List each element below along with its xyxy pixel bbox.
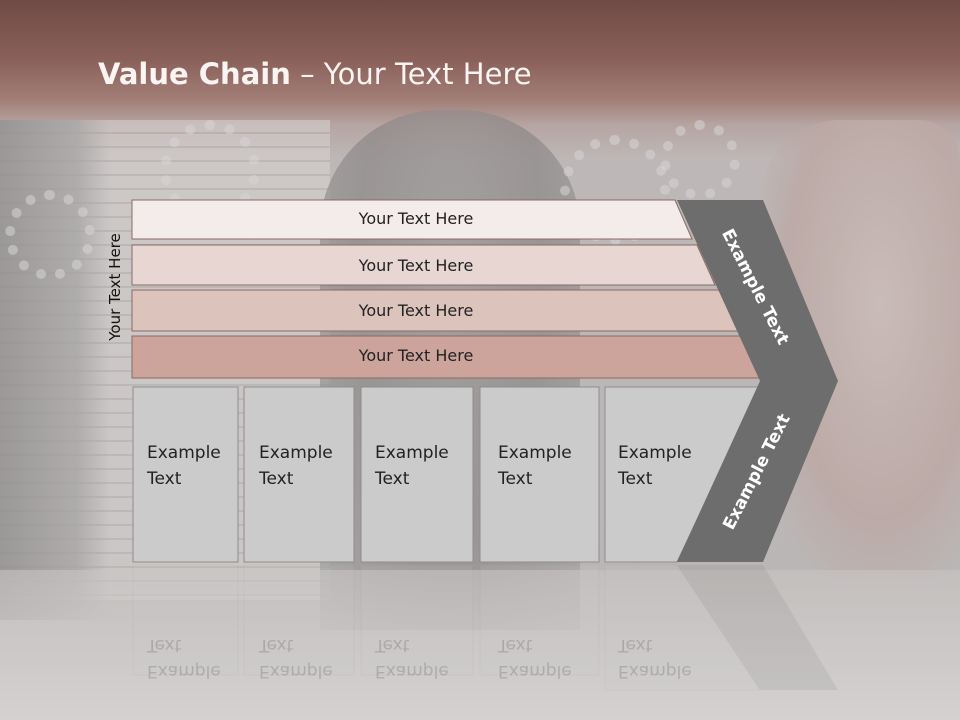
column-3[interactable] [360, 386, 474, 563]
slide-title: Value Chain – Your Text Here [98, 52, 532, 96]
gear-icon [5, 190, 95, 280]
column-1-label: Example Text [147, 440, 221, 492]
column-1[interactable] [132, 386, 239, 563]
column-5-line1: Example [618, 443, 692, 463]
title-rest: – Your Text Here [290, 57, 532, 91]
band-2[interactable] [131, 244, 716, 286]
value-chevron[interactable] [677, 200, 838, 562]
column-4-line2: Text [498, 469, 533, 489]
band-1[interactable] [131, 199, 693, 240]
band-4-label: Your Text Here [358, 346, 474, 365]
column-2-line2: Text [259, 469, 294, 489]
column-5-label: Example Text [618, 440, 692, 492]
column-3-line2: Text [375, 469, 410, 489]
column-3-line1: Example [375, 443, 449, 463]
gear-icon [660, 120, 740, 200]
column-3-label: Example Text [375, 440, 449, 492]
band-3-label: Your Text Here [358, 301, 474, 320]
column-4-label: Example Text [498, 440, 572, 492]
band-2-label: Your Text Here [358, 256, 474, 275]
column-2-label: Example Text [259, 440, 333, 492]
vertical-label: Your Text Here [106, 233, 124, 341]
columns-reflection [132, 564, 838, 691]
gear-icon [560, 135, 670, 245]
column-2-line1: Example [259, 443, 333, 463]
band-1-label: Your Text Here [358, 209, 474, 228]
column-4-line1: Example [498, 443, 572, 463]
column-4[interactable] [479, 386, 600, 563]
title-bold: Value Chain [98, 57, 291, 91]
column-5-line2: Text [618, 469, 653, 489]
column-1-line2: Text [147, 469, 182, 489]
column-2[interactable] [243, 386, 355, 563]
column-1-line1: Example [147, 443, 221, 463]
background-reflective-floor [0, 570, 960, 720]
